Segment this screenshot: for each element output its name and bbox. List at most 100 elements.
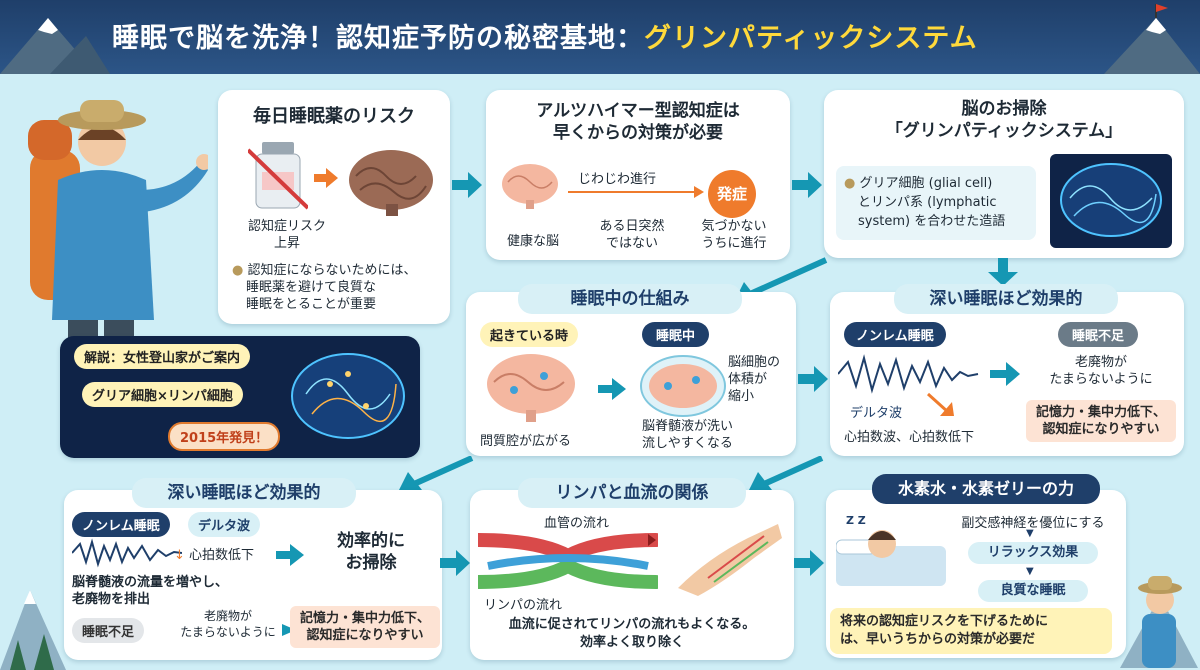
mountain-flag-icon <box>1104 4 1200 74</box>
definition-line1: グリア細胞 (glial cell) <box>859 176 993 191</box>
panel2-title-line1: アルツハイマー型認知症は <box>536 101 740 121</box>
panel3-title-line1: 脳のお掃除 <box>961 99 1047 119</box>
awake-tag: 起きている時 <box>480 322 579 347</box>
arrow-right-icon <box>798 366 828 392</box>
progress-arrow-icon <box>568 186 704 198</box>
step1-label: 副交感神経を優位にする <box>961 516 1105 531</box>
mountain-left-icon <box>0 18 110 74</box>
lack-sleep-tag: 睡眠不足 <box>1058 322 1139 347</box>
lymph-summary: 血流に促されてリンパの流れもよくなる。 効率よく取り除く <box>470 616 794 652</box>
waste-line1: 老廃物が <box>1074 355 1127 370</box>
arrow-right-icon <box>794 550 824 576</box>
panel4-title: 睡眠中の仕組み <box>518 284 742 314</box>
small-hiker-icon <box>1120 576 1198 668</box>
panel1-title: 毎日睡眠薬のリスク <box>253 106 415 127</box>
sleeping-brain-icon <box>640 355 726 417</box>
arrow-right-icon <box>990 362 1020 386</box>
definition-line2: とリンパ系 (lymphatic <box>858 195 997 210</box>
glymphatic-definition: ● グリア細胞 (glial cell) とリンパ系 (lymphatic sy… <box>836 166 1036 240</box>
panel3-title: 脳のお掃除 「グリンパティックシステム」 <box>824 98 1184 142</box>
glowing-brain-icon <box>1050 154 1172 248</box>
warning-line2: 認知症になりやすい <box>306 628 424 643</box>
panel1-bullet: ● 認知症にならないためには、 睡眠薬を避けて良質な 睡眠をとることが重要 <box>232 262 417 313</box>
risk-label: 認知症リスク 上昇 <box>232 218 342 252</box>
arrow-right-icon <box>792 172 822 198</box>
mountain-trees-icon <box>0 590 66 670</box>
guide-label: 解説：女性登山家がご案内 <box>74 344 251 369</box>
page-title-main: 睡眠で脳を洗浄！認知症予防の秘密基地： <box>112 23 644 54</box>
warning-line1: 記憶力・集中力低下、 <box>299 611 430 626</box>
down-arrow-icon: ↓ <box>174 548 185 563</box>
waste-line2: たまらないように <box>1049 372 1153 387</box>
heart-rate-label: ↓ 心拍数低下 <box>174 544 254 563</box>
sudden-line2: ではない <box>605 236 658 251</box>
arrow-right-icon <box>598 378 626 400</box>
step2-label: リラックス効果 <box>968 542 1098 564</box>
arrow-diagonal-icon <box>398 456 474 492</box>
panel7-title: リンパと血流の関係 <box>518 478 746 508</box>
bullet-line2: 睡眠薬を避けて良質な <box>246 280 377 295</box>
note-line1: 将来の認知症リスクを下げるために <box>840 614 1049 629</box>
progress-label: じわじわ進行 <box>578 172 657 187</box>
arrow-right-icon <box>282 624 296 636</box>
vessel-label: 血管の流れ <box>544 516 610 531</box>
glowing-brain-icon <box>291 353 405 439</box>
flow-line2: 老廃物を排出 <box>72 592 151 607</box>
panel-sleep-mechanism: 睡眠中の仕組み 起きている時 睡眠中 脳細胞の 体積が 縮小 問質腔が広がる 脳… <box>466 284 796 456</box>
awake-brain-icon <box>487 354 575 422</box>
title-bar: 睡眠で脳を洗浄！認知症予防の秘密基地：グリンパティックシステム <box>0 0 1200 74</box>
bullet-dot: ● <box>232 263 244 278</box>
unaware-line2: うちに進行 <box>701 236 767 251</box>
panel5-title: 深い睡眠ほど効果的 <box>894 284 1118 314</box>
flow-label: 脳脊髄液の流量を増やし、 老廃物を排出 <box>72 574 228 608</box>
panel3-title-line2: 「グリンパティックシステム」 <box>885 121 1123 141</box>
unaware-label: 気づかない うちに進行 <box>692 218 776 252</box>
panel-hydrogen-water: 水素水・水素ゼリーの力 Z Z 副交感神経を優位にする ▼ リラックス効果 ▼ … <box>826 474 1126 658</box>
sudden-line1: ある日突然 <box>599 219 665 234</box>
interstitial-label: 問質腔が広がる <box>480 434 572 449</box>
flow-line1: 脳脊髄液の流量を増やし、 <box>72 575 229 590</box>
delta-wave-icon <box>838 354 979 394</box>
page-title-highlight: グリンパティックシステム <box>644 23 978 54</box>
nonrem-tag: ノンレム睡眠 <box>844 322 946 347</box>
waste-line1: 老廃物が <box>203 609 252 623</box>
warning-line2: 認知症になりやすい <box>1042 422 1160 437</box>
shrink-label: 脳細胞の 体積が 縮小 <box>728 354 780 405</box>
unaware-line1: 気づかない <box>701 219 767 234</box>
heart-rate-text: 心拍数低下 <box>189 548 255 563</box>
warning-box: 記憶力・集中力低下、 認知症になりやすい <box>1026 400 1176 442</box>
lack-sleep-tag: 睡眠不足 <box>72 618 145 643</box>
warning-box: 記憶力・集中力低下、 認知症になりやすい <box>290 606 440 648</box>
waste-label: 老廃物が たまらないように <box>168 608 288 640</box>
down-arrow-icon <box>926 392 954 416</box>
healthy-label: 健康な脳 <box>506 234 559 249</box>
risk-label-line1: 認知症リスク <box>247 219 326 234</box>
arrow-right-icon <box>452 172 482 198</box>
vessel-diagram <box>478 533 658 589</box>
panel-lymph-blood: リンパと血流の関係 血管の流れ リンパの流れ 血流に促されてリンパの流れもよくな… <box>470 478 794 660</box>
step-arrow-icon: ▼ <box>1026 528 1034 539</box>
panel-sleeping-pill-risk: 毎日睡眠薬のリスク 認知症リスク 上昇 ● 認知症にならないためには、 睡眠薬を… <box>218 90 450 324</box>
panel-glymphatic: 脳のお掃除 「グリンパティックシステム」 ● グリア細胞 (glial cell… <box>824 90 1184 258</box>
csf-line2: 流しやすくなる <box>642 436 733 451</box>
definition-text: ● グリア細胞 (glial cell) とリンパ系 (lymphatic sy… <box>844 174 1005 231</box>
panel-deep-sleep-right: 深い睡眠ほど効果的 ノンレム睡眠 睡眠不足 デルタ波 心拍数波、心拍数低下 老廃… <box>830 284 1184 456</box>
waste-line2: たまらないように <box>180 625 276 639</box>
waste-label: 老廃物が たまらないように <box>1028 354 1174 388</box>
guide-panel: 解説：女性登山家がご案内 グリア細胞×リンパ細胞 2015年発見！ <box>60 336 420 458</box>
bullet-dot: ● <box>844 176 856 191</box>
step3-label: 良質な睡眠 <box>978 580 1088 602</box>
note-line2: は、早いうちからの対策が必要だ <box>840 632 1036 647</box>
nonrem-tag: ノンレム睡眠 <box>72 512 170 537</box>
brain-icon <box>349 150 433 216</box>
risk-label-line2: 上昇 <box>273 236 300 251</box>
shrink-line1: 脳細胞の <box>728 355 781 370</box>
bullet-line3: 睡眠をとることが重要 <box>246 297 377 312</box>
page-title: 睡眠で脳を洗浄！認知症予防の秘密基地：グリンパティックシステム <box>112 16 978 60</box>
panel2-title-line2: 早くからの対策が必要 <box>553 123 723 143</box>
delta-wave-icon <box>72 538 182 568</box>
sleeping-person-icon <box>836 530 946 586</box>
summary-line2: 効率よく取り除く <box>579 635 684 650</box>
summary-line1: 血流に促されてリンパの流れもよくなる。 <box>508 617 756 632</box>
bullet-line1: 認知症にならないためには、 <box>247 263 417 278</box>
